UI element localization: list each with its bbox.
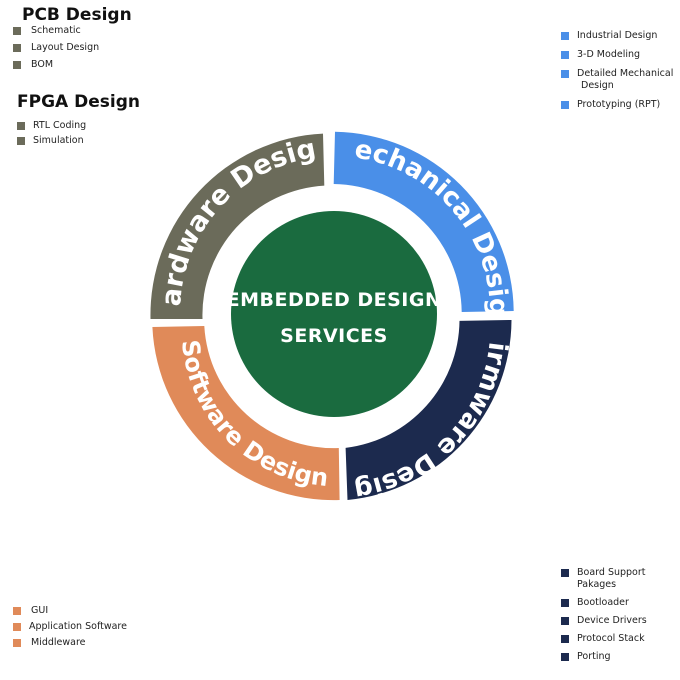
square-bullet-icon: [561, 569, 569, 577]
list-item: Application Software: [13, 621, 127, 633]
list-item: GUI: [13, 605, 127, 617]
firmware-segment: [345, 320, 512, 500]
square-bullet-icon: [561, 101, 569, 109]
fpga-design-list: RTL Coding Simulation: [17, 120, 86, 147]
square-bullet-icon: [17, 137, 25, 145]
list-item: Middleware: [13, 637, 127, 649]
list-item: Device Drivers: [561, 615, 647, 627]
hardware-segment: [150, 133, 325, 319]
list-item: 3-D Modeling: [561, 49, 673, 61]
list-item: Protocol Stack: [561, 633, 647, 645]
center-title-line2: SERVICES: [280, 325, 388, 347]
list-item: Industrial Design: [561, 30, 673, 42]
square-bullet-icon: [561, 635, 569, 643]
square-bullet-icon: [13, 639, 21, 647]
list-item: Simulation: [17, 135, 86, 147]
list-item: BOM: [13, 59, 99, 71]
list-item: Bootloader: [561, 597, 647, 609]
mechanical-segment: [333, 131, 514, 312]
square-bullet-icon: [561, 617, 569, 625]
list-item: Prototyping (RPT): [561, 99, 673, 111]
list-item: Layout Design: [13, 42, 99, 54]
list-item: Detailed Mechanical: [561, 68, 673, 80]
square-bullet-icon: [13, 61, 21, 69]
pcb-design-title: PCB Design: [22, 5, 132, 25]
fpga-design-title: FPGA Design: [17, 92, 140, 112]
center-title-line1: EMBEDDED DESIGN: [227, 289, 442, 311]
square-bullet-icon: [561, 653, 569, 661]
pcb-design-list: Schematic Layout Design BOM: [13, 25, 99, 71]
square-bullet-icon: [561, 599, 569, 607]
list-item: Porting: [561, 651, 647, 663]
list-item-continuation: Pakages: [577, 579, 617, 590]
square-bullet-icon: [17, 122, 25, 130]
list-item: Schematic: [13, 25, 99, 37]
square-bullet-icon: [13, 44, 21, 52]
square-bullet-icon: [13, 607, 21, 615]
list-item-continuation: Design: [581, 80, 614, 91]
list-item: Board Support: [561, 567, 647, 579]
center-circle: [231, 211, 437, 417]
firmware-design-list: Board Support Pakages Bootloader Device …: [561, 567, 647, 663]
mechanical-design-list: Industrial Design 3-D Modeling Detailed …: [561, 30, 673, 111]
square-bullet-icon: [13, 623, 21, 631]
square-bullet-icon: [561, 70, 569, 78]
software-design-list: GUI Application Software Middleware: [13, 605, 127, 649]
software-segment: [152, 326, 340, 501]
square-bullet-icon: [561, 32, 569, 40]
list-item: RTL Coding: [17, 120, 86, 132]
square-bullet-icon: [561, 51, 569, 59]
square-bullet-icon: [13, 27, 21, 35]
